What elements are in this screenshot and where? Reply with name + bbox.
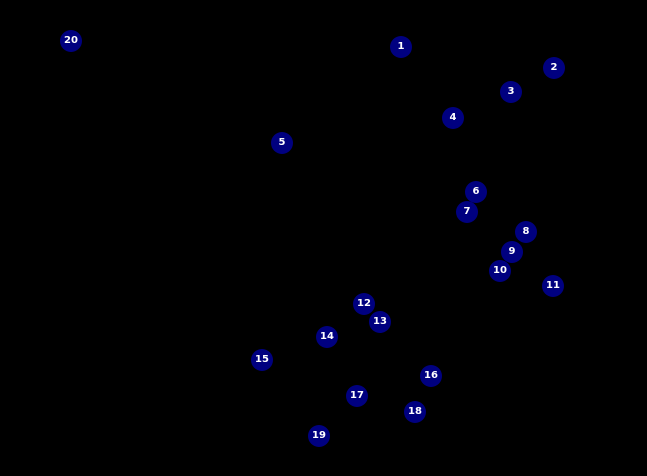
graph-node-label: 3 <box>507 86 515 97</box>
graph-node[interactable]: 16 <box>420 365 442 387</box>
graph-node[interactable]: 15 <box>251 349 273 371</box>
graph-node[interactable]: 8 <box>515 221 537 243</box>
graph-node-label: 1 <box>397 41 405 52</box>
graph-node[interactable]: 3 <box>500 81 522 103</box>
graph-node-label: 12 <box>357 298 371 309</box>
graph-node-label: 20 <box>64 35 78 46</box>
graph-node[interactable]: 4 <box>442 107 464 129</box>
graph-node-label: 10 <box>493 265 507 276</box>
graph-node[interactable]: 6 <box>465 181 487 203</box>
graph-node-label: 16 <box>424 370 438 381</box>
graph-node-label: 6 <box>472 186 480 197</box>
graph-node[interactable]: 11 <box>542 275 564 297</box>
graph-node[interactable]: 13 <box>369 311 391 333</box>
graph-node[interactable]: 19 <box>308 425 330 447</box>
graph-node-label: 2 <box>550 62 558 73</box>
graph-node[interactable]: 9 <box>501 241 523 263</box>
graph-node-label: 5 <box>278 137 286 148</box>
graph-node-label: 11 <box>546 280 560 291</box>
graph-node-label: 19 <box>312 430 326 441</box>
graph-node-label: 7 <box>463 206 471 217</box>
graph-node-label: 17 <box>350 390 364 401</box>
graph-node[interactable]: 17 <box>346 385 368 407</box>
graph-node-label: 13 <box>373 316 387 327</box>
graph-node[interactable]: 14 <box>316 326 338 348</box>
graph-node-label: 14 <box>320 331 334 342</box>
graph-node[interactable]: 2 <box>543 57 565 79</box>
graph-node-label: 15 <box>255 354 269 365</box>
graph-node[interactable]: 1 <box>390 36 412 58</box>
graph-node-label: 8 <box>522 226 530 237</box>
graph-node[interactable]: 18 <box>404 401 426 423</box>
graph-node-label: 4 <box>449 112 457 123</box>
graph-node-label: 9 <box>508 246 516 257</box>
graph-node-label: 18 <box>408 406 422 417</box>
graph-node[interactable]: 7 <box>456 201 478 223</box>
graph-node[interactable]: 10 <box>489 260 511 282</box>
graph-node[interactable]: 12 <box>353 293 375 315</box>
graph-node[interactable]: 20 <box>60 30 82 52</box>
graph-node[interactable]: 5 <box>271 132 293 154</box>
